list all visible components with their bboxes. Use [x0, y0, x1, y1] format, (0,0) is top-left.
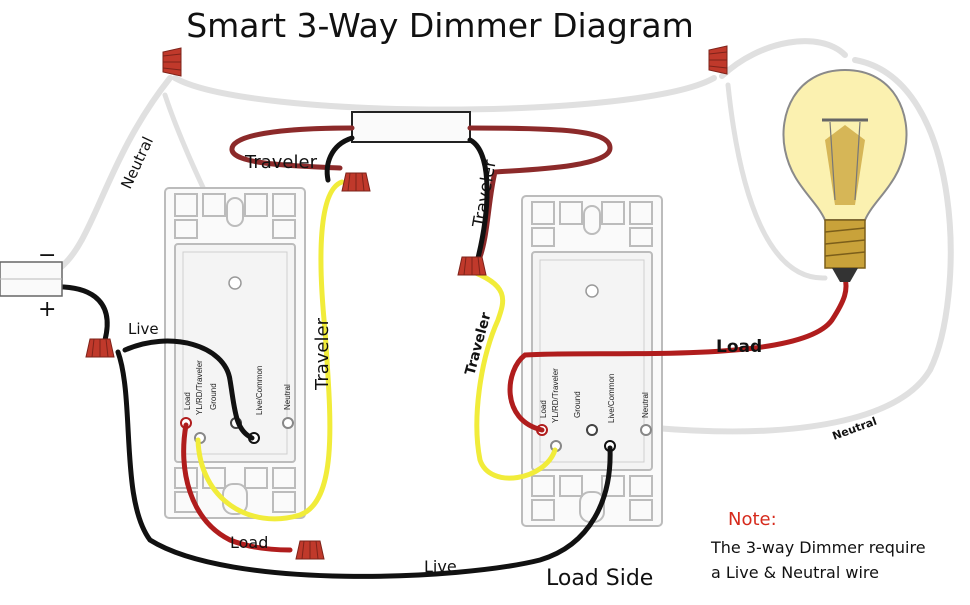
traveler-wire-yellow-left	[195, 179, 345, 522]
traveler-wire-black-right	[467, 137, 490, 261]
label-traveler-left-vertical: Traveler	[312, 317, 333, 391]
label-live-bottom: Live	[424, 557, 457, 576]
load-wire-right-to-bulb	[507, 275, 849, 433]
diagram-title: Smart 3-Way Dimmer Diagram	[186, 6, 694, 45]
terminal-label-traveler: YL/RD/Traveler	[195, 360, 204, 415]
terminal-label-live-common: Live/Common	[255, 366, 264, 415]
traveler-wire-yellow-right	[465, 267, 558, 481]
wire-nut-traveler-left	[341, 172, 371, 192]
load-side-label: Load Side	[546, 566, 654, 591]
label-traveler-top: Traveler	[244, 152, 318, 173]
traveler-wire-red-right	[467, 125, 613, 265]
power-source	[0, 261, 63, 297]
right-switch-terminals: Load YL/RD/Traveler Ground Live/Common N…	[539, 368, 650, 423]
terminal-label-live-common: Live/Common	[607, 374, 616, 423]
label-load-bottom: Load	[230, 533, 268, 552]
label-live-left: Live	[128, 320, 159, 338]
wire-nut-top-left	[162, 47, 182, 77]
terminal-label-load: Load	[183, 392, 192, 410]
terminal-label-load: Load	[539, 400, 548, 418]
terminal-label-neutral: Neutral	[283, 384, 292, 410]
traveler-wire-black-left	[324, 135, 355, 183]
neutral-wire-to-bulb	[719, 38, 848, 79]
terminal-label-ground: Ground	[573, 391, 582, 418]
source-minus-label: −	[38, 243, 56, 268]
label-load-right: Load	[716, 337, 762, 357]
note-heading: Note:	[728, 509, 777, 530]
note-line-2: a Live & Neutral wire	[711, 563, 879, 582]
terminal-label-ground: Ground	[209, 383, 218, 410]
neutral-wire-bulb-base	[725, 82, 828, 281]
live-wire-to-left-switch	[122, 338, 255, 441]
left-switch-terminals: Load YL/RD/Traveler Ground Live/Common N…	[183, 360, 292, 415]
light-bulb	[782, 68, 908, 282]
junction-box	[351, 111, 471, 143]
source-plus-label: +	[38, 297, 56, 322]
load-wire-bottom-left	[181, 422, 293, 553]
right-dimmer-switch	[521, 195, 663, 527]
label-traveler-right-top: Traveler	[469, 158, 501, 229]
wire-nut-top-right	[708, 45, 728, 75]
wire-nut-traveler-right	[457, 256, 487, 276]
neutral-wire-source	[57, 75, 173, 271]
terminal-label-neutral: Neutral	[641, 392, 650, 418]
live-wire-bottom	[115, 349, 613, 579]
neutral-wire-top	[172, 75, 717, 113]
traveler-wire-red	[229, 125, 355, 171]
wire-nut-live	[85, 338, 115, 358]
note-line-1: The 3-way Dimmer require	[711, 538, 926, 557]
label-neutral-left: Neutral	[117, 134, 157, 192]
wire-nut-load	[295, 540, 325, 560]
terminal-label-traveler: YL/RD/Traveler	[551, 368, 560, 423]
neutral-wire-bulb-loop	[652, 57, 954, 435]
